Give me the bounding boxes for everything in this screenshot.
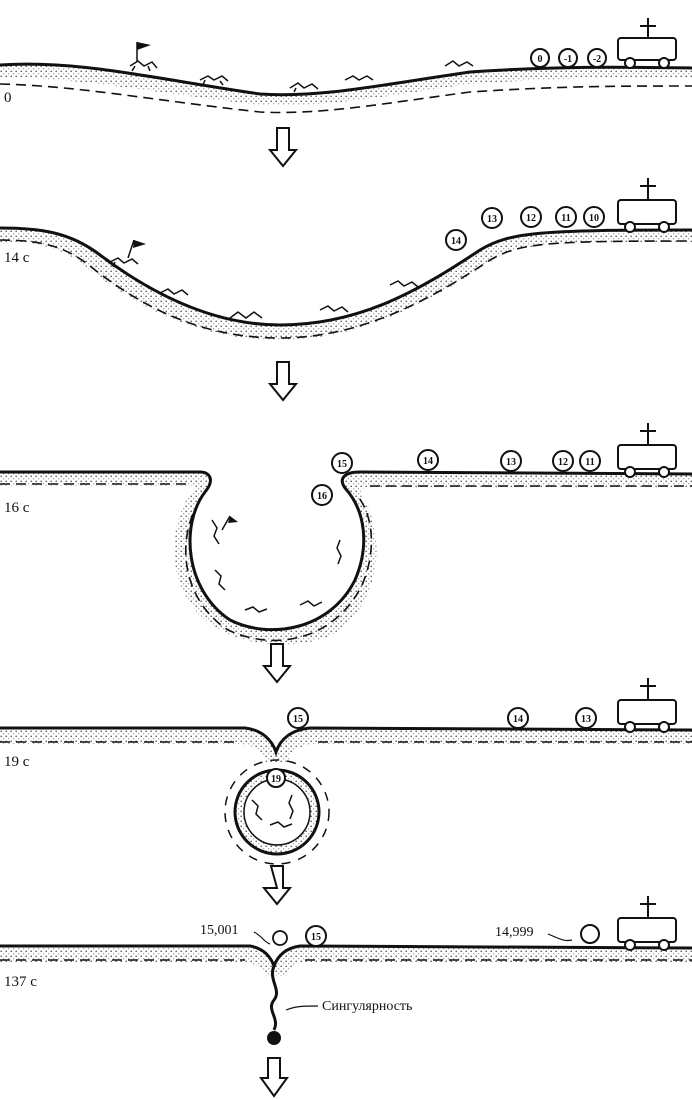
singularity-leader [285,1005,319,1011]
cart-icon [617,678,677,733]
cart-icon [617,423,677,478]
down-arrow-icon [259,1057,289,1098]
ball-12: 12 [520,206,542,228]
ball-10: 10 [583,206,605,228]
down-arrow-icon [267,127,299,168]
singularity-label: Сингулярность [322,999,412,1014]
ball-14: 14 [417,449,439,471]
ball-15: 15 [305,925,327,947]
time-label: 137 с [4,974,37,990]
svg-text:14: 14 [513,714,523,725]
cart-icon [617,178,677,233]
svg-text:15: 15 [337,459,347,470]
ants-group [251,794,294,828]
clock-reading-left: 15,001 [200,923,239,938]
svg-text:13: 13 [506,457,516,468]
clock-reading-right: 14,999 [495,925,534,940]
small-clock-left [272,930,288,946]
svg-text:11: 11 [561,213,570,224]
spacetime-sheet-top [0,226,692,327]
ants-group [129,60,474,93]
stage-16: 15 16 14 13 12 11 16 с [0,423,692,645]
spacetime-sheet-fill [0,64,692,106]
svg-text:-1: -1 [564,54,572,65]
svg-text:-2: -2 [593,54,601,65]
spacetime-sheet-flow [0,83,692,114]
spacetime-sheet-top [0,470,692,632]
spacetime-sheet-fill [0,228,692,340]
svg-text:15: 15 [311,932,321,943]
svg-text:0: 0 [538,54,543,65]
svg-text:19: 19 [271,774,281,785]
time-label: 14 с [4,250,30,266]
ball-15: 15 [287,707,309,729]
svg-text:12: 12 [558,457,568,468]
ball-0: 0 [530,48,550,68]
spacetime-sheet-top [0,62,692,97]
ball-minus-2: -2 [587,48,607,68]
spacetime-sheet-fill [0,728,692,762]
ball-13: 13 [575,707,597,729]
svg-text:13: 13 [487,214,497,225]
svg-text:10: 10 [589,213,599,224]
stage-0: 0 -1 -2 0 [0,18,692,114]
small-clock-right [580,924,600,944]
ants-group [109,257,419,319]
flag-icon [136,42,151,62]
time-label: 0 [4,90,12,106]
svg-text:13: 13 [581,714,591,725]
flag-icon [221,515,238,531]
down-arrow-icon [267,361,299,402]
ball-13: 13 [500,450,522,472]
time-label: 16 с [4,500,30,516]
spacetime-sheet-flow [0,239,692,339]
bubble-flow [224,759,330,865]
svg-text:14: 14 [451,236,461,247]
spacetime-sheet-flow [0,483,692,642]
ball-11: 11 [579,450,601,472]
stage-19: 19 15 14 13 19 с [0,678,692,865]
svg-text:12: 12 [526,213,536,224]
spacetime-sheet-fill [0,946,692,976]
singularity-tail [269,965,279,1031]
svg-text:16: 16 [317,491,327,502]
ball-14: 14 [445,229,467,251]
svg-text:14: 14 [423,456,433,467]
time-label: 19 с [4,754,30,770]
ball-13: 13 [481,207,503,229]
ball-minus-1: -1 [558,48,578,68]
spacetime-sheet-fill [0,472,692,645]
down-arrow-icon [261,643,293,684]
ball-16: 16 [311,484,333,506]
svg-text:11: 11 [585,457,594,468]
ball-14: 14 [507,707,529,729]
ball-19: 19 [266,768,286,788]
cart-icon [617,18,677,69]
clock-leader-left [253,931,271,945]
ball-11: 11 [555,206,577,228]
ants-group [211,519,342,613]
clock-leader-right [547,933,573,942]
cart-icon [617,896,677,951]
singularity-point [267,1031,281,1045]
ball-15: 15 [331,452,353,474]
closed-bubble-inner [243,778,311,846]
stage-14: 14 13 12 11 10 14 с [0,178,692,340]
svg-text:15: 15 [293,714,303,725]
down-arrow-icon [261,865,293,906]
ball-12: 12 [552,450,574,472]
stage-137: Сингулярность 15,001 15 14,999 137 с [0,896,692,1045]
spacetime-sheet-top [0,726,692,757]
flag-icon [127,239,146,259]
